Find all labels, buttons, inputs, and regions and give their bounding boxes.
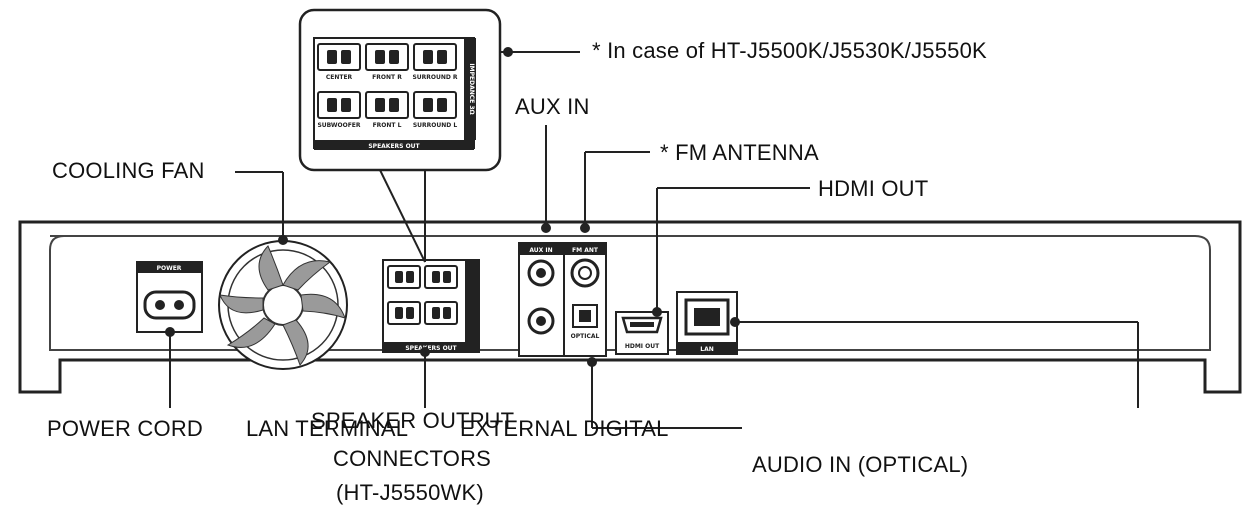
cooling-fan-callout: COOLING FAN xyxy=(52,158,205,183)
speaker-output-callout-line1: SPEAKER OUTPUT xyxy=(311,408,515,433)
fm-antenna-callout: * FM ANTENNA xyxy=(660,140,819,165)
lan-port: LAN xyxy=(676,291,738,355)
speaker-output-block: SPEAKERS OUT xyxy=(382,259,480,353)
svg-text:SURROUND R: SURROUND R xyxy=(412,74,457,81)
svg-text:LAN: LAN xyxy=(700,346,714,353)
svg-text:AUX IN: AUX IN xyxy=(529,247,552,254)
svg-text:IMPEDANCE 3Ω: IMPEDANCE 3Ω xyxy=(468,63,475,114)
svg-text:OPTICAL: OPTICAL xyxy=(571,333,600,340)
aux-in-callout: AUX IN xyxy=(515,94,590,119)
variant-note-label: * In case of HT-J5500K/J5530K/J5550K xyxy=(592,38,987,63)
svg-text:FM ANT: FM ANT xyxy=(572,247,599,254)
svg-text:SPEAKERS OUT: SPEAKERS OUT xyxy=(368,143,420,150)
cooling-fan xyxy=(218,240,348,370)
svg-text:HDMI OUT: HDMI OUT xyxy=(625,343,660,350)
hdmi-out-callout: HDMI OUT xyxy=(818,176,929,201)
speaker-inset-box: SPEAKERS OUT IMPEDANCE 3Ω CENTER FRONT R… xyxy=(298,8,502,172)
speaker-output-callout-line2: CONNECTORS xyxy=(333,446,492,471)
external-digital-callout: EXTERNAL DIGITAL xyxy=(460,416,669,441)
svg-text:SUBWOOFER: SUBWOOFER xyxy=(317,122,360,129)
svg-text:FRONT L: FRONT L xyxy=(373,122,402,129)
power-inlet: POWER xyxy=(136,261,203,333)
lan-terminal-callout: LAN TERMINAL xyxy=(246,416,409,441)
power-cord-callout: POWER CORD xyxy=(47,416,203,441)
svg-text:SURROUND L: SURROUND L xyxy=(413,122,457,129)
audio-in-optical-callout: AUDIO IN (OPTICAL) xyxy=(752,452,969,477)
aux-fm-optical-block: AUX IN FM ANT OPTICAL xyxy=(518,242,607,357)
svg-text:FRONT R: FRONT R xyxy=(372,74,402,81)
svg-text:CENTER: CENTER xyxy=(326,74,353,81)
power-label: POWER xyxy=(157,265,182,272)
svg-text:SPEAKERS OUT: SPEAKERS OUT xyxy=(405,345,457,352)
speaker-output-callout-line3: (HT-J5550WK) xyxy=(336,480,484,505)
hdmi-out-port: HDMI OUT xyxy=(615,311,669,355)
leader-lines xyxy=(165,47,1139,429)
